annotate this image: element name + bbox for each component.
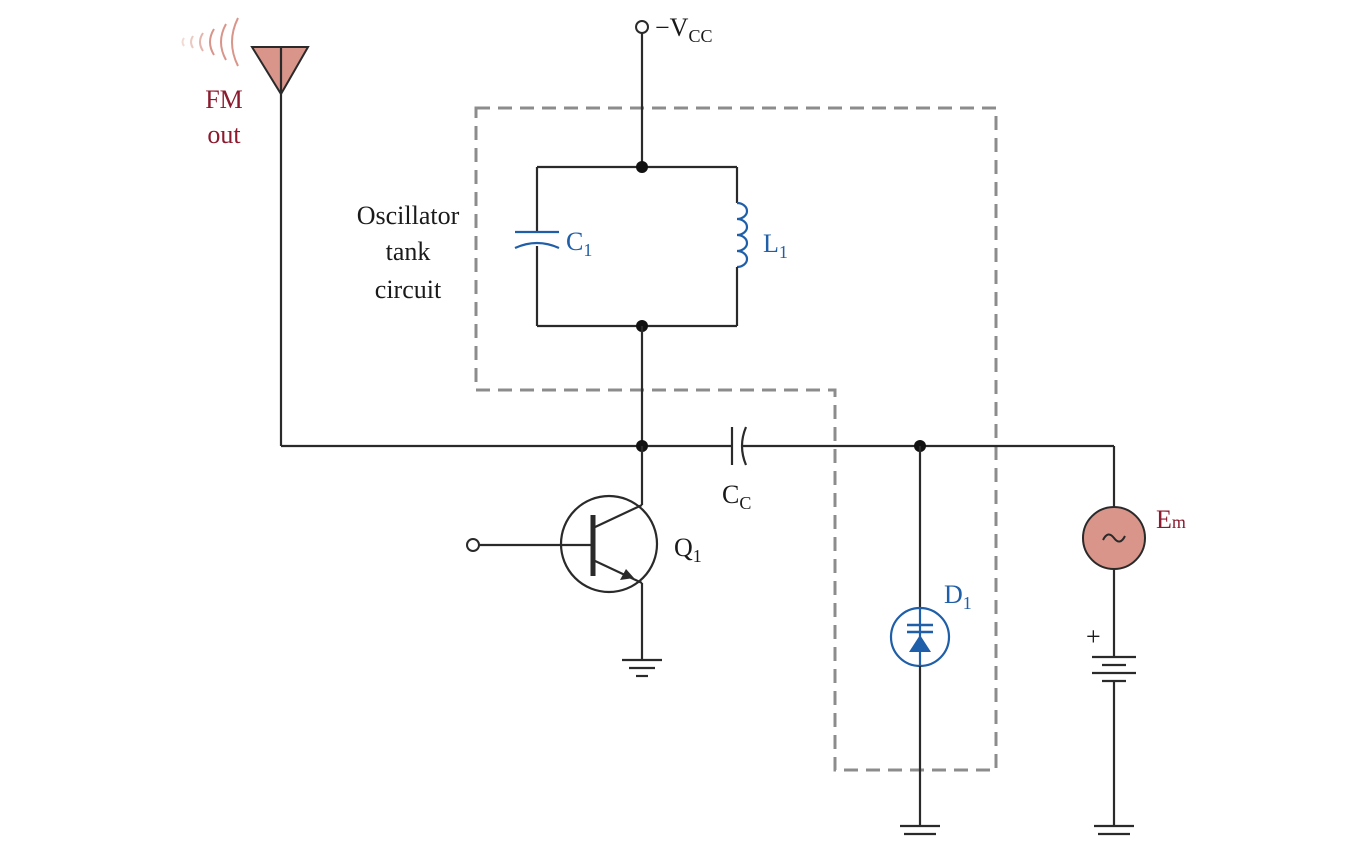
battery-plus-label: +	[1086, 622, 1101, 651]
radio-waves-icon	[181, 17, 239, 67]
battery-icon	[1092, 655, 1136, 683]
q1-label: Q1	[674, 533, 702, 566]
d1-label: D1	[944, 580, 972, 613]
tank-label-line1: Oscillator	[357, 201, 460, 230]
fm-out-label-line2: out	[207, 120, 241, 149]
em-label: Em	[1156, 505, 1186, 534]
tank-label-line2: tank	[386, 237, 431, 266]
varactor-diode-icon	[889, 606, 951, 668]
ground-icon	[900, 824, 940, 836]
capacitor-c1	[514, 230, 560, 250]
cc-label: CC	[722, 480, 751, 513]
vcc-terminal	[635, 20, 649, 34]
l1-label: L1	[763, 229, 788, 262]
oscillator-tank-boundary	[474, 106, 998, 772]
inductor-l1	[736, 201, 749, 269]
base-terminal[interactable]	[466, 538, 480, 552]
c1-label: C1	[566, 227, 592, 260]
ground-icon	[622, 658, 662, 678]
sine-source-icon	[1082, 506, 1146, 570]
tank-label-line3: circuit	[375, 275, 442, 304]
fm-out-label-line1: FM	[205, 85, 243, 114]
vcc-label: −VCC	[655, 13, 712, 46]
ground-icon	[1094, 824, 1134, 836]
antenna-icon	[250, 46, 310, 96]
node-dot-tank-top	[636, 161, 648, 173]
